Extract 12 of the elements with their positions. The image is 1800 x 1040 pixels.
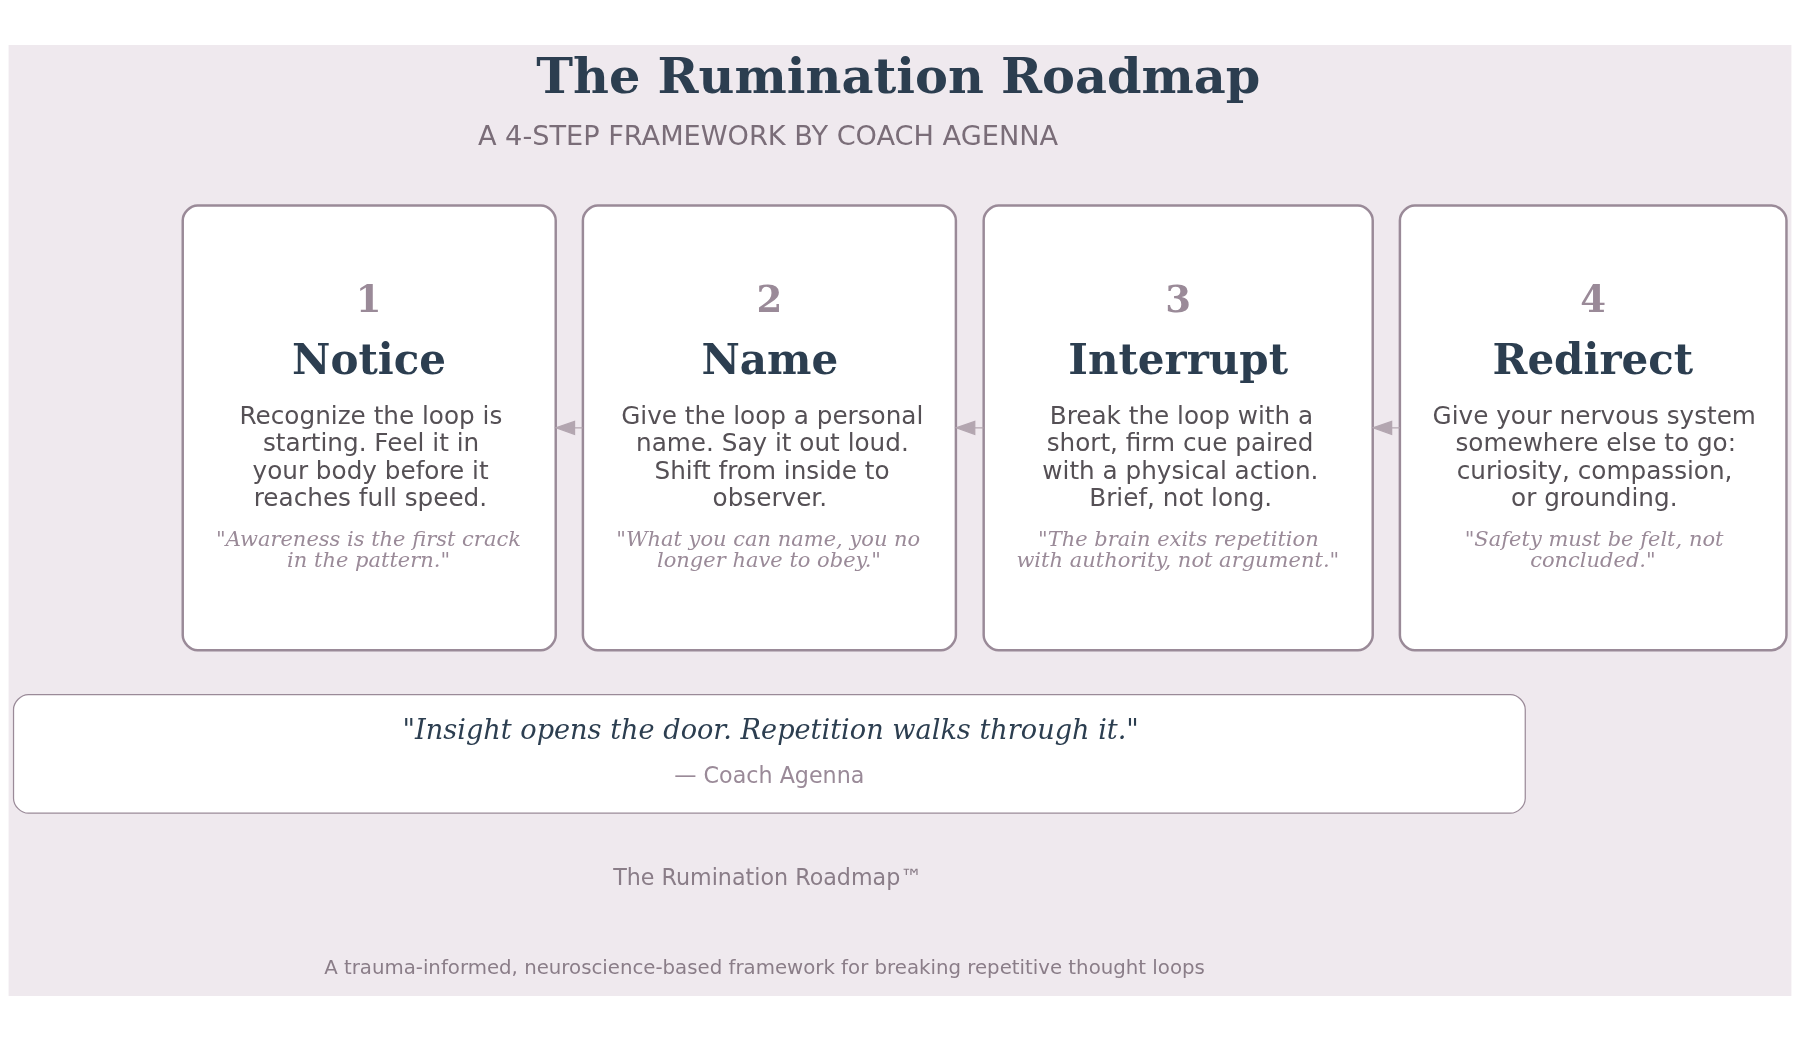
label: A trauma-informed, neuroscience-based framework for breaking repetitive thought loops — [324, 955, 1205, 979]
label: The Rumination Roadmap™ — [613, 863, 923, 890]
node-box: 4 Redirect Give your nervous system somewhere else to go: curiosity, compassion, or grounding. "Safety must be felt, not concluded." — [1398, 203, 1788, 651]
label: A 4-STEP FRAMEWORK BY COACH AGENNA — [477, 119, 1059, 151]
arrow — [954, 420, 985, 435]
arrow — [554, 420, 584, 435]
node-box: 3 Interrupt Break the loop with a short, firm cue paired with a physical action. Brief, not long. "The brain exits repetition with authority, not argument." — [982, 203, 1374, 651]
diagram-title: The Rumination Roadmap — [536, 46, 1261, 105]
node-box: 1 Notice Recognize the loop is starting. Feel it in your body before it reaches full speed. "Awareness is the first crack in the pattern." — [181, 203, 557, 651]
node-box: 2 Name Give the loop a personal name. Say it out loud. Shift from inside to observer. "What you can name, you no longer have to obey." — [581, 203, 958, 651]
node-box: "Insight opens the door. Repetition walks through it." — Coach Agenna — [12, 693, 1526, 814]
arrow — [1371, 420, 1401, 435]
